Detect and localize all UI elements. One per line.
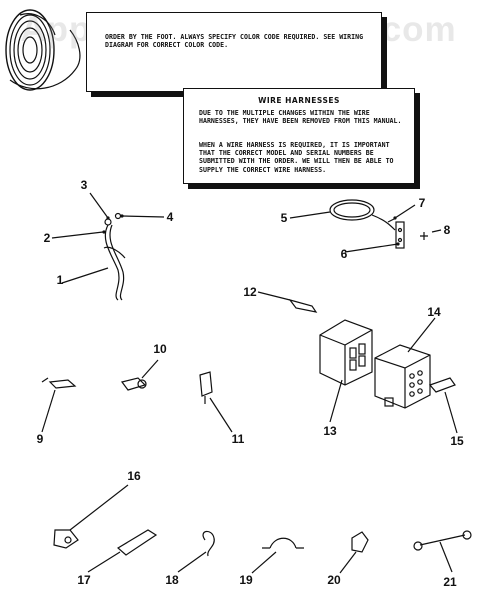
part-13-connector-housing: [319, 319, 373, 386]
part-6-terminal-strip: [387, 217, 405, 249]
callout-5: 5: [280, 211, 288, 225]
callout-6: 6: [340, 247, 348, 261]
callout-17: 17: [77, 573, 91, 587]
wire-harness-paragraph-1: DUE TO THE MULTIPLE CHANGES WITHIN THE W…: [199, 109, 402, 126]
callout-14: 14: [427, 305, 441, 319]
callout-20: 20: [327, 573, 341, 587]
wire-harness-paragraph-2: WHEN A WIRE HARNESS IS REQUIRED, IT IS I…: [199, 141, 394, 174]
callout-4: 4: [166, 210, 174, 224]
part-5-wire-loop: [329, 199, 396, 231]
callout-1: 1: [56, 273, 64, 287]
wire-spool-note: ORDER BY THE FOOT. ALWAYS SPECIFY COLOR …: [105, 33, 364, 50]
callout-9: 9: [36, 432, 44, 446]
callout-8: 8: [443, 223, 451, 237]
callout-16: 16: [127, 469, 141, 483]
callout-21: 21: [443, 575, 457, 589]
callout-15: 15: [450, 434, 464, 448]
callout-10: 10: [153, 342, 167, 356]
wire-harness-title: WIRE HARNESSES: [258, 96, 340, 105]
callout-12: 12: [243, 285, 257, 299]
callout-18: 18: [165, 573, 179, 587]
callout-2: 2: [43, 231, 51, 245]
callout-11: 11: [231, 432, 245, 446]
callout-13: 13: [323, 424, 337, 438]
callout-19: 19: [239, 573, 253, 587]
wire-spool-illustration: [5, 9, 81, 91]
wire-harness-note-box: WIRE HARNESSES DUE TO THE MULTIPLE CHANG…: [183, 88, 415, 184]
callout-3: 3: [80, 178, 88, 192]
part-14-plug: [374, 344, 431, 409]
wire-spool-note-box: ORDER BY THE FOOT. ALWAYS SPECIFY COLOR …: [86, 12, 382, 92]
part-1-wire-assembly: [103, 212, 126, 301]
callout-7: 7: [418, 196, 426, 210]
